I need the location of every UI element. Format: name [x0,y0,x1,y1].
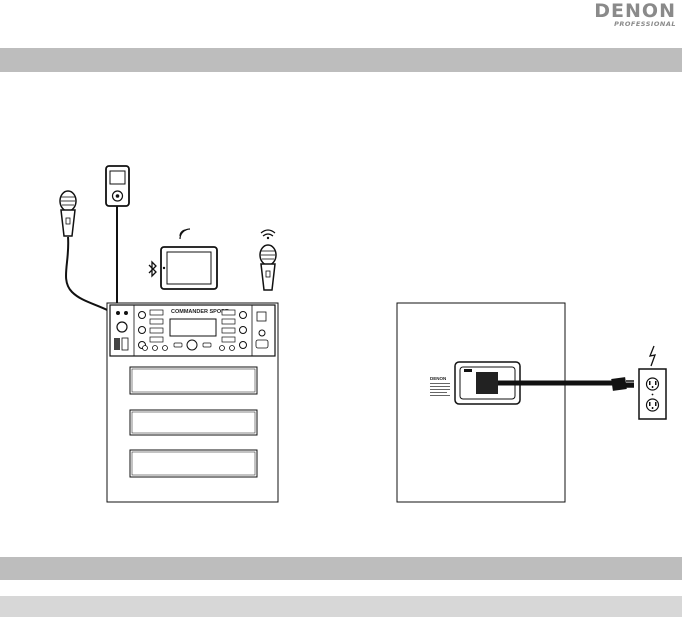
bluetooth-icon [149,262,156,276]
wifi-icon [261,230,275,239]
lightning-icon [650,346,655,366]
speaker-rear: DENON [397,303,565,502]
rear-panel-label: DENON [430,376,446,381]
tablet-icon [161,247,217,289]
wireless-microphone-icon [260,245,276,290]
microphone-icon [60,191,76,236]
media-player-icon [106,166,129,206]
wifi-icon [180,228,194,242]
power-outlet-icon [639,369,666,419]
speaker-front: COMMANDER SPORT [107,303,278,502]
model-label: COMMANDER SPORT [171,309,229,315]
